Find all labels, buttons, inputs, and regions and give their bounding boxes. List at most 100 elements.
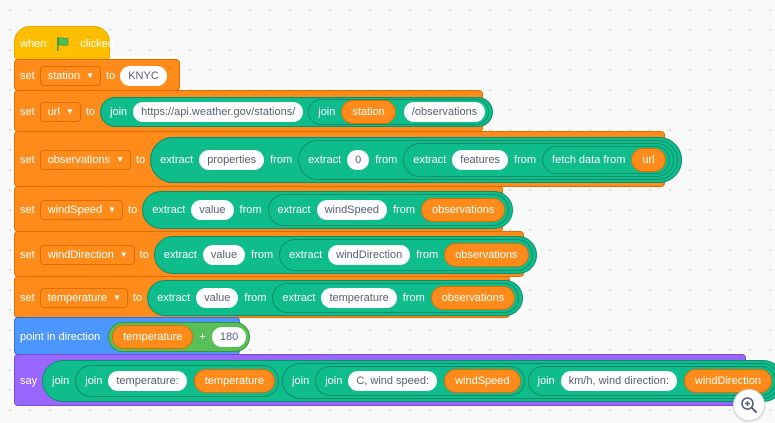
url-reporter[interactable]: url <box>631 147 666 172</box>
extract-block[interactable]: extract value from extract windDirection… <box>153 235 537 274</box>
variable-dropdown[interactable]: windDirection ▼ <box>39 244 135 265</box>
join-block[interactable]: join join C, wind speed: windSpeed join … <box>282 362 775 399</box>
winddirection-reporter[interactable]: windDirection <box>683 368 772 393</box>
set-label: set <box>20 153 35 166</box>
join-label: join <box>52 374 70 387</box>
extract-block[interactable]: extract windDirection from observations <box>279 238 533 271</box>
set-label: set <box>20 69 35 82</box>
set-station-block[interactable]: set station ▼ to KNYC <box>14 59 180 91</box>
extract-block[interactable]: extract temperature from observations <box>272 282 520 313</box>
field-input[interactable]: windDirection <box>328 244 411 265</box>
dropdown-caret-icon: ▼ <box>116 155 124 164</box>
field-input[interactable]: windSpeed <box>316 199 387 220</box>
to-label: to <box>106 69 116 82</box>
dropdown-caret-icon: ▼ <box>65 107 74 116</box>
dropdown-caret-icon: ▼ <box>108 205 117 214</box>
from-label: from <box>251 248 274 261</box>
extract-block[interactable]: extract value from extract temperature f… <box>147 279 524 316</box>
to-label: to <box>132 291 143 304</box>
join-label: join <box>537 374 555 387</box>
extract-label: extract <box>413 153 447 166</box>
zoom-in-button[interactable] <box>733 389 765 421</box>
fetch-label: fetch data from <box>552 153 626 166</box>
direction-offset-input[interactable]: 180 <box>211 326 247 347</box>
variable-name: url <box>47 105 60 118</box>
join-block[interactable]: join temperature: temperature <box>75 364 280 397</box>
extract-block[interactable]: extract 0 from extract features from fet… <box>298 139 678 180</box>
join-label: join <box>85 374 103 387</box>
set-temperature-block[interactable]: set temperature ▼ to extract value from … <box>14 276 524 318</box>
set-windspeed-block[interactable]: set windSpeed ▼ to extract value from ex… <box>14 186 514 232</box>
field-input[interactable]: value <box>202 244 246 265</box>
from-label: from <box>514 153 537 166</box>
text-input[interactable]: C, wind speed: <box>348 370 438 391</box>
set-label: set <box>20 248 35 261</box>
extract-label: extract <box>277 203 311 216</box>
temperature-reporter[interactable]: temperature <box>193 368 276 393</box>
join-block[interactable]: join C, wind speed: windSpeed <box>315 365 525 396</box>
observations-reporter[interactable]: observations <box>444 242 529 267</box>
to-label: to <box>135 153 146 166</box>
join-block[interactable]: join https://api.weather.gov/stations/ j… <box>100 96 494 127</box>
extract-label: extract <box>160 153 194 166</box>
station-reporter[interactable]: station <box>341 99 396 124</box>
dropdown-caret-icon: ▼ <box>119 250 128 259</box>
temperature-reporter[interactable]: temperature <box>112 324 194 349</box>
when-label: when <box>20 37 47 50</box>
field-input[interactable]: features <box>452 149 509 170</box>
fetch-data-block[interactable]: fetch data from url <box>542 145 670 174</box>
variable-dropdown[interactable]: windSpeed ▼ <box>39 199 124 220</box>
when-flag-clicked-block[interactable]: when clicked <box>14 26 114 60</box>
join-label: join <box>292 374 310 387</box>
from-label: from <box>270 153 293 166</box>
variable-dropdown[interactable]: url ▼ <box>39 101 81 122</box>
extract-label: extract <box>163 248 197 261</box>
point-in-direction-block[interactable]: point in direction temperature + 180 <box>14 317 251 355</box>
text-input[interactable]: temperature: <box>108 370 187 391</box>
station-value-input[interactable]: KNYC <box>120 65 167 86</box>
text-input[interactable]: km/h, wind direction: <box>560 370 677 391</box>
set-winddirection-block[interactable]: set windDirection ▼ to extract value fro… <box>14 231 537 277</box>
field-input[interactable]: value <box>196 287 239 308</box>
from-label: from <box>393 203 415 216</box>
dropdown-caret-icon: ▼ <box>86 71 95 80</box>
set-label: set <box>20 105 35 118</box>
say-block[interactable]: say join join temperature: temperature j… <box>14 354 775 406</box>
url-base-input[interactable]: https://api.weather.gov/stations/ <box>133 101 304 122</box>
plus-operator: + <box>199 330 206 343</box>
variable-dropdown[interactable]: temperature ▼ <box>39 287 128 308</box>
extract-block[interactable]: extract windSpeed from observations <box>267 193 510 226</box>
observations-reporter[interactable]: observations <box>430 285 516 310</box>
variable-dropdown[interactable]: observations ▼ <box>39 149 131 170</box>
join-block[interactable]: join join temperature: temperature join … <box>42 359 775 402</box>
join-label: join <box>318 105 336 118</box>
extract-label: extract <box>152 203 186 216</box>
extract-block[interactable]: extract features from fetch data from ur… <box>403 142 674 177</box>
field-input[interactable]: value <box>191 199 234 220</box>
variable-name: windDirection <box>47 248 114 261</box>
set-url-block[interactable]: set url ▼ to join https://api.weather.go… <box>14 90 494 132</box>
set-label: set <box>20 291 35 304</box>
to-label: to <box>139 248 149 261</box>
join-block[interactable]: join km/h, wind direction: windDirection <box>527 365 775 396</box>
extract-label: extract <box>289 248 323 261</box>
index-input[interactable]: 0 <box>347 149 370 170</box>
field-input[interactable]: properties <box>199 149 265 170</box>
extract-label: extract <box>282 291 316 304</box>
variable-name: windSpeed <box>47 203 103 216</box>
windspeed-reporter[interactable]: windSpeed <box>444 368 521 393</box>
variable-name: station <box>47 69 81 82</box>
from-label: from <box>244 291 267 304</box>
addition-operator-block[interactable]: temperature + 180 <box>108 321 251 352</box>
url-suffix-input[interactable]: /observations <box>403 101 486 122</box>
set-observations-block[interactable]: set observations ▼ to extract properties… <box>14 131 682 187</box>
to-label: to <box>128 203 138 216</box>
extract-block[interactable]: extract properties from extract 0 from e… <box>150 136 682 183</box>
join-block[interactable]: join station /observations <box>308 98 490 125</box>
field-input[interactable]: temperature <box>321 287 397 308</box>
variable-name: temperature <box>47 291 107 304</box>
to-label: to <box>85 105 96 118</box>
extract-block[interactable]: extract value from extract windSpeed fro… <box>142 190 514 229</box>
variable-dropdown[interactable]: station ▼ <box>39 65 102 86</box>
observations-reporter[interactable]: observations <box>421 197 506 222</box>
